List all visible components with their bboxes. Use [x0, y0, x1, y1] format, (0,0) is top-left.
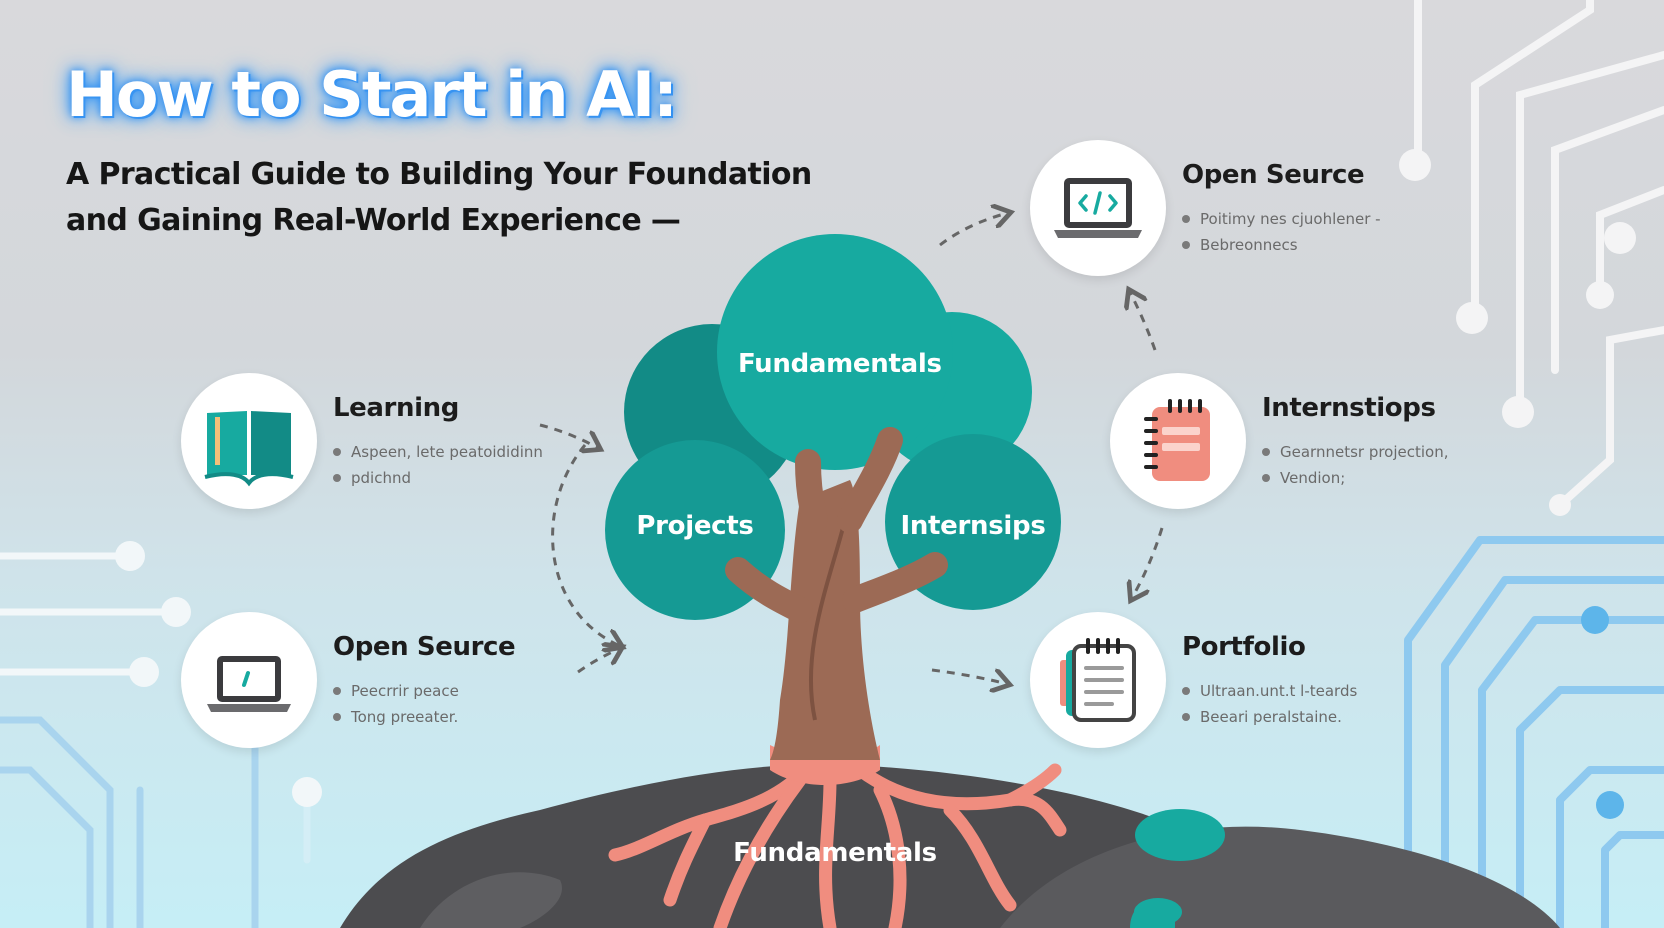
list-item: Peecrrir peace [333, 678, 459, 704]
arrow-to-portfolio [931, 670, 1007, 684]
node-learning-bullets: Aspeen, lete peatoididinn pdichnd [333, 439, 543, 491]
laptop-code-icon [1054, 178, 1142, 238]
tree-canopy [605, 234, 1061, 620]
list-item: Gearnnetsr projection, [1262, 439, 1449, 465]
list-item: Beeari peralstaine. [1182, 704, 1357, 730]
node-internships-title: Internstiops [1262, 393, 1436, 423]
arrow-learning-to-tree [539, 423, 598, 448]
node-open-source-left-title: Open Seurce [333, 632, 516, 662]
node-portfolio-bullets: Ultraan.unt.t l-teards Beeari peralstain… [1182, 678, 1357, 730]
circuit-nodes-bottom-right [1581, 606, 1624, 819]
list-item: Vendion; [1262, 465, 1449, 491]
node-open-source-right-bullets: Poitimy nes cjuohlener - Bebreonnecs [1182, 206, 1381, 258]
node-learning-title: Learning [333, 393, 459, 423]
page-subtitle: A Practical Guide to Building Your Found… [66, 152, 812, 244]
node-internships-bullets: Gearnnetsr projection, Vendion; [1262, 439, 1449, 491]
subtitle-line-2: and Gaining Real-World Experience — [66, 203, 681, 238]
notepad-icon [1144, 399, 1210, 481]
book-icon [204, 411, 294, 487]
circuit-nodes-left [115, 541, 322, 807]
node-open-source-left-bullets: Peecrrir peace Tong preeater. [333, 678, 459, 730]
node-learning-circle [181, 373, 317, 509]
canopy-label-top: Fundamentals [738, 349, 942, 379]
circuit-nodes-top-right [1399, 149, 1636, 516]
arrow-to-open-source-right [939, 213, 1008, 247]
document-icon [1060, 638, 1136, 722]
subtitle-line-1: A Practical Guide to Building Your Found… [66, 157, 812, 192]
flow-arrows [539, 213, 1164, 684]
node-portfolio-title: Portfolio [1182, 632, 1306, 662]
tree-trunk [725, 427, 948, 760]
circuit-traces-top-right [1414, 0, 1664, 509]
canopy-label-left: Projects [636, 511, 754, 541]
hill [340, 764, 1560, 928]
list-item: Ultraan.unt.t l-teards [1182, 678, 1357, 704]
tree-roots [608, 758, 1067, 928]
canopy-label-right: Internsips [900, 511, 1046, 541]
laptop-icon [207, 656, 291, 712]
node-open-source-left-circle [181, 612, 317, 748]
arrow-internships-up [1130, 292, 1157, 351]
list-item: pdichnd [333, 465, 543, 491]
node-internships-circle [1110, 373, 1246, 509]
list-item: Tong preeater. [333, 704, 459, 730]
arrow-to-open-source-left [577, 648, 620, 674]
arrow-internships-down [1132, 527, 1164, 598]
roots-label: Fundamentals [733, 838, 937, 868]
node-open-source-right-title: Open Seurce [1182, 160, 1365, 190]
list-item: Aspeen, lete peatoididinn [333, 439, 543, 465]
list-item: Bebreonnecs [1182, 232, 1381, 258]
page-title: How to Start in AI: [66, 58, 678, 131]
node-open-source-right-circle [1030, 140, 1166, 276]
node-portfolio-circle [1030, 612, 1166, 748]
list-item: Poitimy nes cjuohlener - [1182, 206, 1381, 232]
